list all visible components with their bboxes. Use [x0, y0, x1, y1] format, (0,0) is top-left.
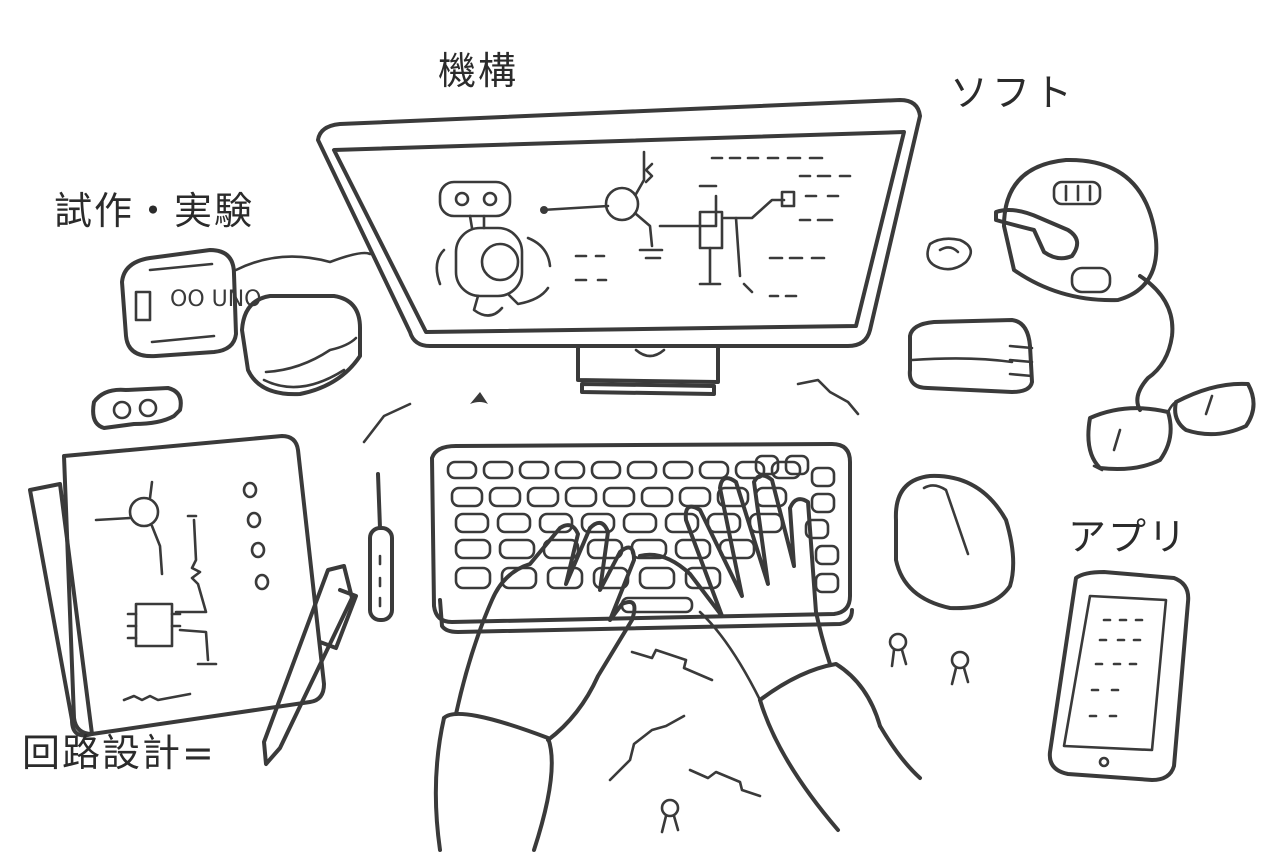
key: [810, 492, 836, 514]
label-app: アプリ: [1068, 515, 1189, 559]
resistors: [362, 378, 970, 834]
key: [718, 538, 756, 560]
key: [518, 460, 550, 480]
key: [622, 512, 658, 534]
small-gear: [926, 237, 973, 271]
servo-small: [91, 386, 183, 430]
key: [626, 460, 658, 480]
key: [748, 512, 784, 534]
key: [716, 486, 750, 508]
schematic-drawing: [540, 150, 852, 298]
key: [580, 512, 616, 534]
key: [814, 572, 840, 594]
key: [482, 460, 514, 480]
label-mechanism: 機構: [438, 49, 519, 93]
key: [446, 460, 478, 480]
pen: [262, 564, 358, 766]
key: [526, 486, 560, 508]
key: [454, 538, 492, 560]
label-prototype: 試作・実験: [54, 189, 255, 233]
arduino-board: OO UNO: [120, 248, 372, 359]
key: [784, 454, 810, 476]
paper-sheets: [28, 434, 326, 738]
motor-right: [907, 318, 1034, 394]
glasses: [1086, 381, 1256, 472]
key: [564, 486, 598, 508]
key: [754, 454, 780, 476]
key: [538, 512, 574, 534]
key: [554, 460, 586, 480]
key: [678, 486, 712, 508]
label-software: ソフト: [950, 71, 1077, 115]
key: [454, 566, 492, 590]
key: [662, 460, 694, 480]
key: [804, 518, 830, 540]
key: [496, 512, 532, 534]
right-hand: [638, 473, 922, 832]
key: [734, 460, 766, 480]
key: [638, 566, 676, 590]
left-hand: [433, 520, 637, 852]
key: [810, 466, 836, 488]
key: [450, 486, 484, 508]
key: [664, 512, 700, 534]
key: [698, 460, 730, 480]
key: [814, 544, 840, 566]
monitor: [316, 98, 922, 396]
key: [602, 486, 636, 508]
cable-right: [1135, 274, 1175, 412]
key: [754, 486, 788, 508]
mouse: [893, 473, 1016, 611]
key: [590, 460, 622, 480]
keyboard: [430, 442, 854, 634]
key: [640, 486, 674, 508]
key: [454, 512, 490, 534]
key: [546, 566, 584, 590]
board-text: OO UNO: [170, 287, 262, 312]
joystick-controller: [994, 157, 1159, 303]
robot-drawing: [435, 180, 552, 317]
label-circuit: 回路設計=: [22, 731, 216, 775]
screwdriver: [368, 472, 394, 622]
smartphone: [1047, 570, 1191, 782]
motor: [240, 294, 362, 397]
key: [488, 486, 522, 508]
key: [498, 538, 536, 560]
keyboard-keys: [446, 454, 840, 614]
